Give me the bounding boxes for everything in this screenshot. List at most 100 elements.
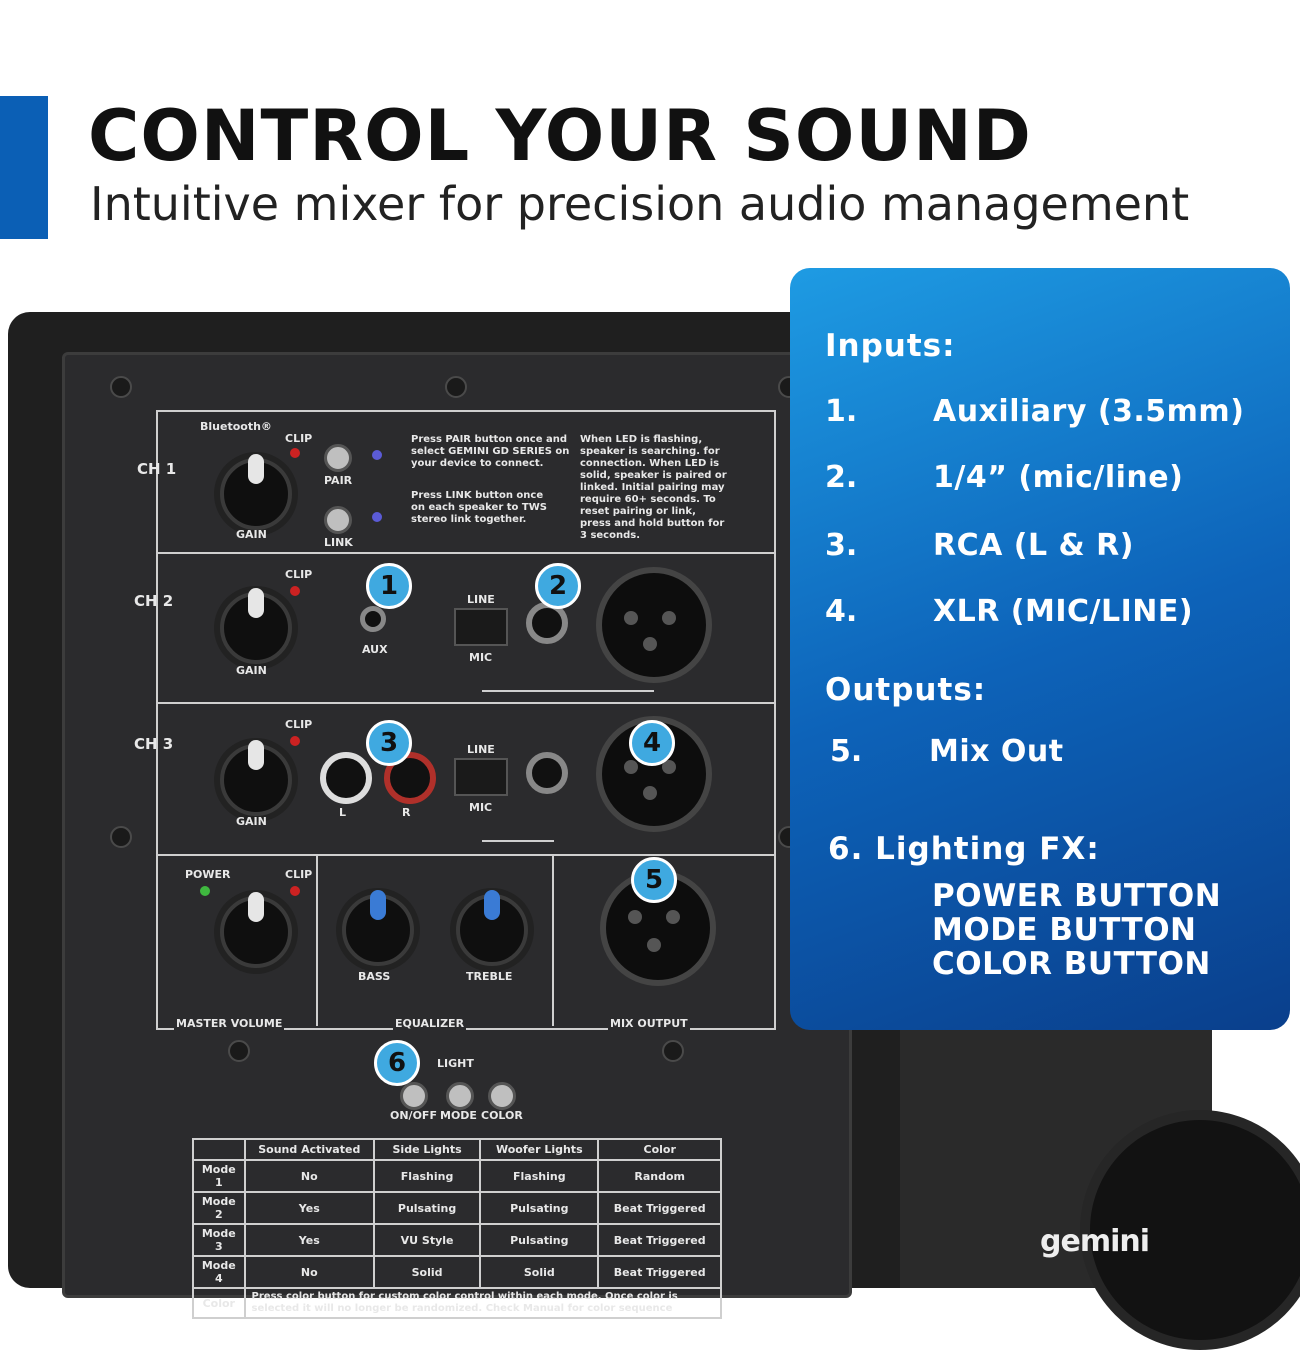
input-number: 4. [825,594,858,629]
pair-label: PAIR [324,474,353,487]
screw-icon [110,376,132,398]
light-on-off-button[interactable] [400,1082,428,1110]
lighting-item: MODE BUTTON [932,912,1197,948]
equalizer-label: EQUALIZER [393,1017,467,1030]
master-clip-label: CLIP [285,868,313,881]
badge-3: 3 [366,720,412,766]
bass-knob[interactable] [342,890,414,966]
table-row: Mode 4 No Solid Solid Beat Triggered [192,1255,722,1289]
ch3-xlr-input[interactable] [596,716,712,832]
table-row: Mode 2 Yes Pulsating Pulsating Beat Trig… [192,1191,722,1225]
table-cell: Pulsating [479,1223,600,1257]
table-cell: Beat Triggered [597,1255,722,1289]
table-cell: Solid [372,1255,482,1289]
table-cell: No [243,1255,375,1289]
rca-left-jack[interactable] [320,752,372,804]
mode-label: MODE [440,1109,477,1122]
input-label: 1/4” (mic/line) [933,460,1184,495]
table-note: Press color button for custom color cont… [243,1287,723,1319]
ch1-gain-knob[interactable] [220,454,292,530]
ch3-gain-label: GAIN [236,815,267,828]
output-label: Mix Out [929,734,1064,769]
badge-5: 5 [631,857,677,903]
table-cell: Color [192,1287,246,1319]
treble-label: TREBLE [466,970,513,983]
ch2-line-label: LINE [467,593,495,606]
ch2-line-mic-switch[interactable] [454,608,508,646]
ch1-label: CH 1 [137,460,177,478]
inputs-heading: Inputs: [825,328,956,364]
color-label: COLOR [481,1109,523,1122]
table-cell: Solid [479,1255,600,1289]
table-header: Color [597,1138,722,1161]
on-off-label: ON/OFF [390,1109,437,1122]
table-cell: Yes [243,1191,375,1225]
light-label: LIGHT [437,1057,474,1070]
outputs-heading: Outputs: [825,672,987,708]
screw-icon [110,826,132,848]
light-mode-button[interactable] [446,1082,474,1110]
ch3-line-mic-switch[interactable] [454,758,508,796]
link-label: LINK [324,536,353,549]
table-cell: Yes [243,1223,375,1257]
screw-icon [445,376,467,398]
screw-icon [228,1040,250,1062]
master-volume-knob[interactable] [220,892,292,968]
table-cell: Mode 3 [192,1223,246,1257]
table-header: Side Lights [372,1138,482,1161]
ch3-gain-knob[interactable] [220,740,292,816]
accent-bar [0,96,48,239]
table-cell: Pulsating [479,1191,600,1225]
input-label: Auxiliary (3.5mm) [933,394,1245,429]
master-clip-led [290,886,300,896]
light-color-button[interactable] [488,1082,516,1110]
combo-connector-line [482,840,554,842]
screw-icon [662,1040,684,1062]
table-cell: Beat Triggered [597,1191,722,1225]
bluetooth-label: Bluetooth® [200,420,272,433]
ch2-gain-knob[interactable] [220,588,292,664]
table-cell: Flashing [479,1159,600,1193]
page-subtitle: Intuitive mixer for precision audio mana… [90,177,1190,231]
pair-button[interactable] [324,444,352,472]
table-cell: Flashing [372,1159,482,1193]
power-label: POWER [185,868,231,881]
link-button[interactable] [324,506,352,534]
ch3-quarter-inch-jack[interactable] [526,752,568,794]
table-header: Woofer Lights [479,1138,600,1161]
ch3-label: CH 3 [134,735,174,753]
badge-2: 2 [535,563,581,609]
badge-1: 1 [366,563,412,609]
input-label: XLR (MIC/LINE) [933,594,1194,629]
divider [316,854,318,1026]
table-cell: Pulsating [372,1191,482,1225]
table-row: Mode 3 Yes VU Style Pulsating Beat Trigg… [192,1223,722,1257]
link-instructions: Press LINK button once on each speaker t… [411,490,547,525]
lighting-heading: 6. Lighting FX: [828,831,1100,867]
rca-left-label: L [339,806,347,819]
ch2-label: CH 2 [134,592,174,610]
led-instructions: When LED is flashing, speaker is searchi… [580,434,727,541]
table-cell: Mode 2 [192,1191,246,1225]
badge-4: 4 [629,720,675,766]
ch3-clip-label: CLIP [285,718,313,731]
power-led [200,886,210,896]
ch3-line-label: LINE [467,743,495,756]
rca-right-label: R [402,806,411,819]
ch2-gain-label: GAIN [236,664,267,677]
output-number: 5. [830,734,863,769]
aux-label: AUX [362,643,388,656]
treble-knob[interactable] [456,890,528,966]
aux-jack[interactable] [360,606,386,632]
ch3-mic-label: MIC [469,801,493,814]
lighting-item: POWER BUTTON [932,878,1222,914]
feature-card: Inputs: 1. Auxiliary (3.5mm) 2. 1/4” (mi… [790,268,1290,1030]
table-cell: Random [597,1159,722,1193]
ch2-xlr-input[interactable] [596,567,712,683]
input-number: 3. [825,528,858,563]
bass-label: BASS [358,970,391,983]
table-header [192,1138,246,1161]
ch1-clip-label: CLIP [285,432,313,445]
link-led [372,512,382,522]
combo-connector-line [482,690,654,692]
